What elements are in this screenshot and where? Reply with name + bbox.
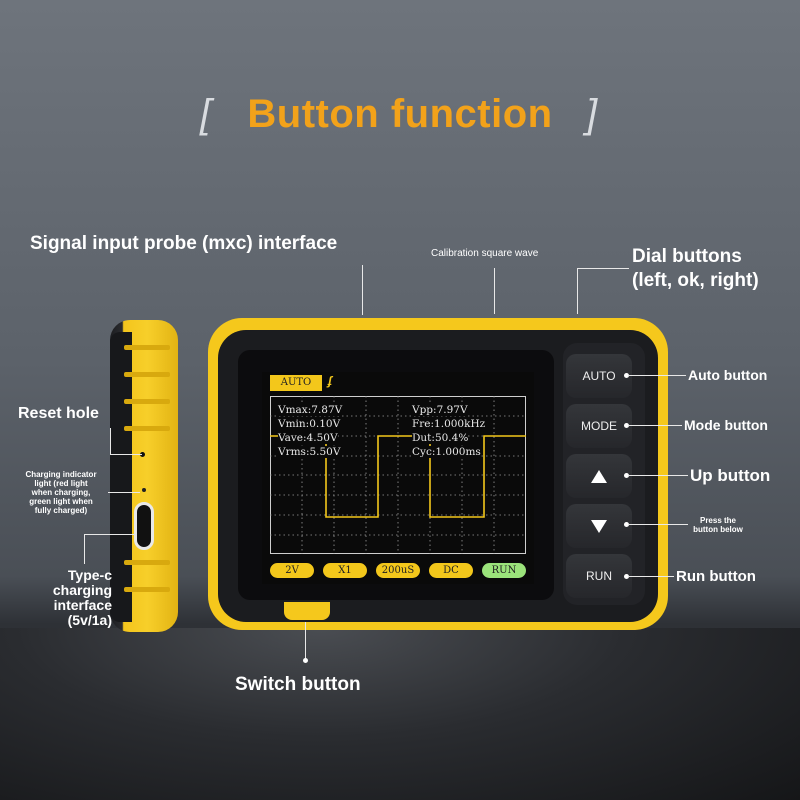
label-run-button: Run button	[676, 568, 756, 585]
up-callout-line	[628, 475, 688, 476]
press-line-1: Press the	[699, 516, 737, 525]
title-left-bracket: [	[200, 92, 212, 136]
down-callout-line	[628, 524, 688, 525]
press-line-2: button below	[693, 525, 743, 534]
side-rib	[124, 560, 170, 565]
meas-vave: Vave:4.50V	[278, 432, 338, 444]
label-mode-button: Mode button	[684, 417, 768, 433]
typec-callout-line-h	[84, 534, 136, 535]
charging-line-5: fully charged)	[34, 506, 88, 515]
auto-callout-line	[628, 375, 686, 376]
typec-callout-line-v	[84, 534, 85, 564]
status-probe-factor: X1	[323, 563, 367, 578]
auto-callout-dot	[624, 373, 629, 378]
square-waveform	[270, 435, 526, 518]
side-rib	[124, 372, 170, 377]
meas-vpp: Vpp:7.97V	[412, 404, 468, 416]
label-switch-button: Switch button	[235, 674, 361, 695]
calibration-callout-line	[494, 268, 495, 314]
label-typec-interface: Type-c charging interface (5v/1a)	[30, 568, 112, 628]
charging-indicator-light	[142, 488, 146, 492]
run-button[interactable]: RUN	[566, 554, 632, 598]
auto-button[interactable]: AUTO	[566, 354, 632, 398]
triangle-down-icon	[591, 519, 607, 533]
label-auto-button: Auto button	[688, 367, 768, 383]
charging-line-4: green light when	[29, 497, 93, 506]
status-coupling: DC	[429, 563, 473, 578]
mode-callout-dot	[624, 423, 629, 428]
charging-line-2: light (red light	[34, 479, 88, 488]
side-rib	[124, 345, 170, 350]
run-callout-dot	[624, 574, 629, 579]
charging-line-3: when charging,	[31, 488, 91, 497]
mode-button[interactable]: MODE	[566, 404, 632, 448]
probe-callout-line	[362, 265, 363, 315]
reset-hole[interactable]	[140, 452, 145, 457]
reset-callout-line-h	[110, 454, 142, 455]
reset-callout-line-v	[110, 428, 111, 455]
auto-button-label: AUTO	[582, 369, 616, 383]
dial-callout-line-v	[577, 268, 578, 314]
trigger-edge-icon: ʄ	[328, 374, 332, 388]
typec-line-2: charging	[52, 582, 112, 598]
side-rib	[124, 426, 170, 431]
label-reset-hole: Reset hole	[18, 405, 99, 422]
meas-fre: Fre:1.000kHz	[412, 418, 486, 430]
up-button[interactable]	[566, 454, 632, 498]
page-title: Button function	[247, 92, 553, 136]
meas-vmin: Vmin:0.10V	[278, 418, 341, 430]
label-up-button: Up button	[690, 466, 771, 485]
side-rib	[124, 587, 170, 592]
down-button[interactable]	[566, 504, 632, 548]
oscilloscope-grid	[270, 396, 526, 554]
label-probe-interface: Signal input probe (mxc) interface	[30, 233, 338, 254]
dial-callout-line-h	[577, 268, 629, 269]
status-volts-div: 2V	[270, 563, 314, 578]
meas-vmax: Vmax:7.87V	[278, 404, 343, 416]
up-callout-dot	[624, 473, 629, 478]
label-dial-buttons: Dial buttons	[632, 246, 742, 267]
run-button-label: RUN	[586, 569, 612, 583]
title-right-bracket: ]	[586, 92, 598, 136]
floor-background	[0, 628, 800, 800]
type-c-port[interactable]	[134, 502, 154, 550]
side-rib	[124, 399, 170, 404]
label-calibration-wave: Calibration square wave	[431, 248, 539, 259]
run-callout-line	[628, 576, 674, 577]
meas-dut: Dut:50.4%	[412, 432, 469, 444]
charging-line-1: Charging indicator	[25, 470, 97, 479]
meas-cyc: Cyc:1.000ms	[412, 446, 481, 458]
device-side-black-edge	[110, 332, 132, 622]
triangle-up-icon	[591, 469, 607, 483]
status-time-div: 200uS	[376, 563, 420, 578]
charging-callout-line	[108, 492, 140, 493]
label-press-below: Press the button below	[680, 516, 756, 534]
down-callout-dot	[624, 522, 629, 527]
mode-callout-line	[628, 425, 682, 426]
label-charging-indicator: Charging indicator light (red light when…	[14, 470, 108, 515]
switch-callout-dot	[303, 658, 308, 663]
screen-mode-tab: AUTO	[270, 375, 322, 391]
title-wrap: Button function	[0, 92, 800, 137]
typec-line-1: Type-c	[67, 567, 112, 583]
label-dial-buttons-sub: (left, ok, right)	[632, 270, 759, 291]
switch-callout-line	[305, 622, 306, 660]
status-run-state: RUN	[482, 563, 526, 578]
mode-button-label: MODE	[581, 419, 617, 433]
typec-line-4: (5v/1a)	[67, 612, 112, 628]
meas-vrms: Vrms:5.50V	[278, 446, 341, 458]
switch-button[interactable]	[284, 602, 330, 620]
typec-line-3: interface	[53, 597, 112, 613]
